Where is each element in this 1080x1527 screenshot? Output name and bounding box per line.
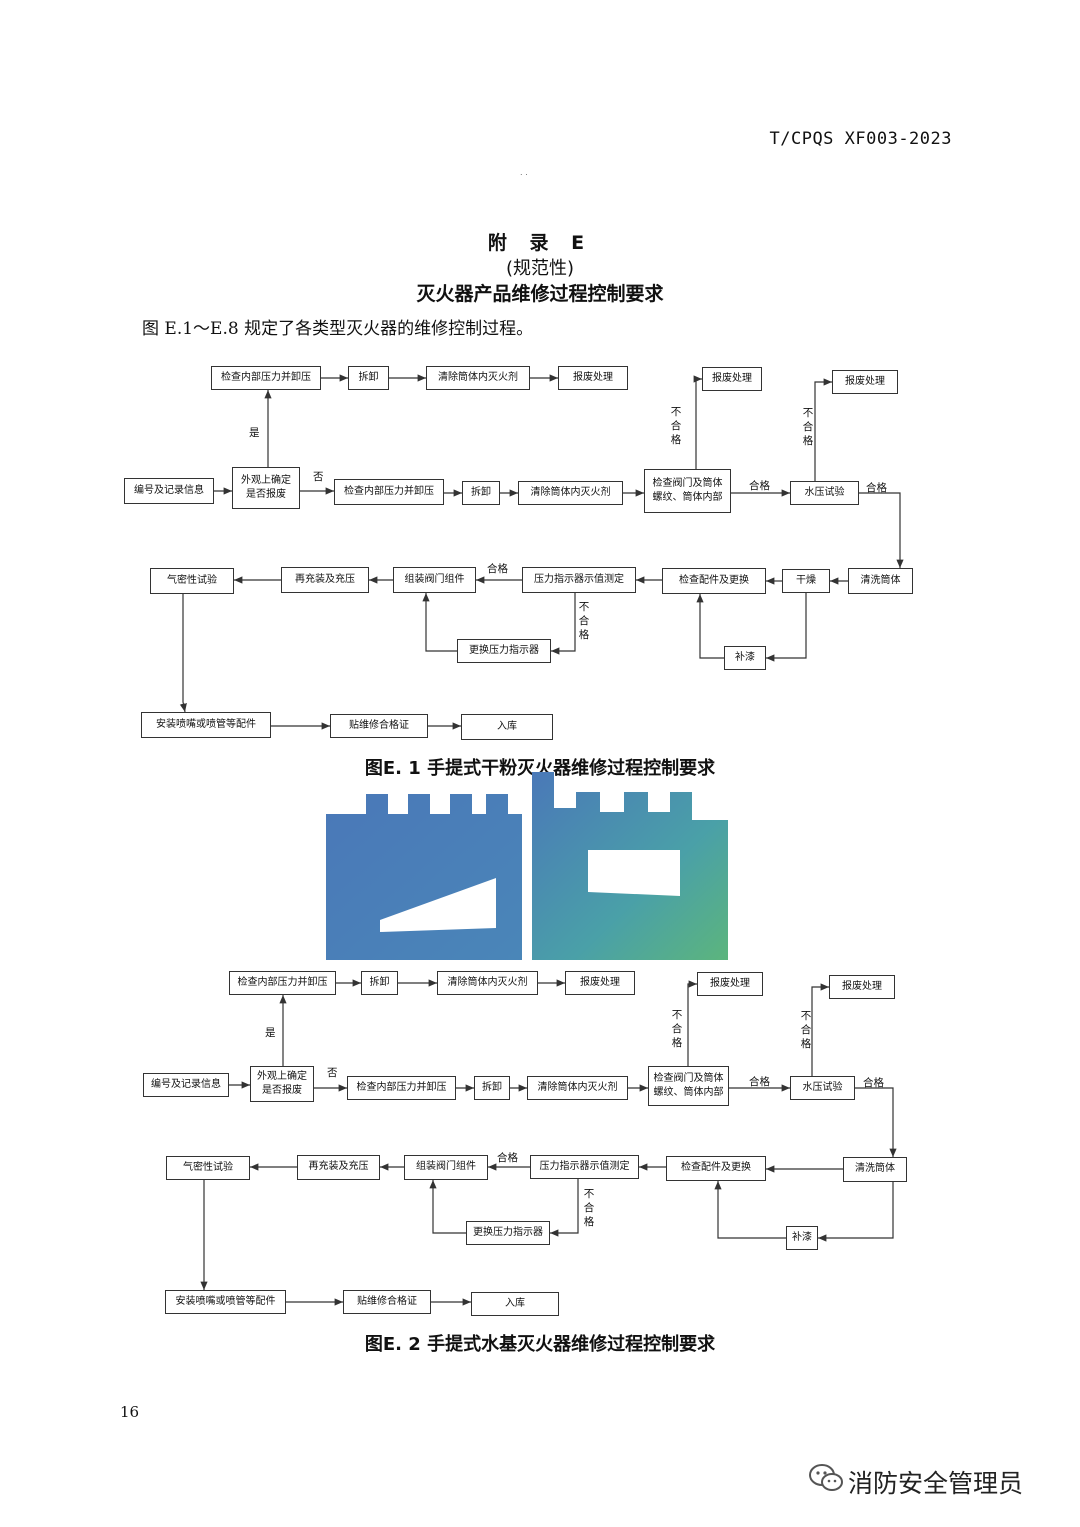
- edge-label-fail: 不 合 格: [802, 407, 814, 448]
- edge-label-yes: 是: [265, 1027, 276, 1039]
- edge-label-no: 否: [327, 1067, 338, 1079]
- figure-e2-caption: 图E. 2 手提式水基灭火器维修过程控制要求: [364, 1334, 716, 1355]
- node-check-pressure: 检查内部压力并卸压: [211, 366, 321, 390]
- node-clean-body: 清洗筒体: [848, 568, 913, 594]
- node-storage: 入库: [471, 1292, 559, 1316]
- node-clean-body: 清洗筒体: [843, 1157, 907, 1182]
- arrow: [179, 592, 187, 713]
- standard-code: T/CPQS XF003-2023: [769, 129, 952, 149]
- node-airtight: 气密性试验: [150, 568, 234, 594]
- node-scrap: 报废处理: [829, 975, 895, 999]
- arrow: [766, 593, 807, 662]
- node-replace-gauge: 更换压力指示器: [457, 639, 551, 663]
- node-scrap: 报废处理: [702, 367, 762, 391]
- node-check-pressure: 检查内部压力并卸压: [347, 1076, 456, 1100]
- node-check-pressure: 检查内部压力并卸压: [229, 971, 336, 995]
- page-number: 16: [120, 1403, 140, 1421]
- node-gauge-test: 压力指示器示值测定: [522, 567, 636, 593]
- node-label: 贴维修合格证: [330, 714, 428, 738]
- node-replace-gauge: 更换压力指示器: [466, 1221, 550, 1245]
- arrow: [814, 378, 832, 481]
- node-scrap: 报废处理: [565, 971, 635, 995]
- node-label: 贴维修合格证: [343, 1290, 431, 1314]
- appendix-title: 灭火器产品维修过程控制要求: [416, 283, 664, 305]
- edge-label-pass: 合格: [497, 1152, 518, 1164]
- node-clear-agent: 清除筒体内灭火剂: [437, 971, 538, 995]
- node-disassemble: 拆卸: [348, 366, 389, 390]
- figure-e1-caption: 图E. 1 手提式干粉灭火器维修过程控制要求: [364, 758, 716, 779]
- wechat-icon: [809, 1464, 843, 1491]
- node-scrap: 报废处理: [832, 370, 898, 394]
- watermark-account-name: 消防安全管理员: [848, 1469, 1024, 1498]
- edge-label-pass: 合格: [749, 480, 770, 492]
- node-hydro-test: 水压试验: [790, 1076, 855, 1100]
- appendix-type: (规范性): [505, 258, 575, 279]
- node-install-nozzle: 安装喷嘴或喷管等配件: [141, 712, 271, 738]
- edge-label-yes: 是: [249, 427, 260, 439]
- node-check-valve: 检查阀门及筒体 螺纹、筒体内部: [648, 1066, 729, 1106]
- node-check-parts: 检查配件及更换: [666, 1156, 766, 1181]
- node-visual-check: 外观上确定 是否报废: [250, 1066, 314, 1102]
- arrow: [422, 593, 457, 652]
- node-disassemble: 拆卸: [462, 481, 500, 505]
- arrow: [551, 592, 576, 655]
- node-scrap: 报废处理: [558, 366, 628, 390]
- edge-label-pass: 合格: [487, 563, 508, 575]
- edge-label-fail: 不 合 格: [578, 601, 590, 642]
- node-disassemble: 拆卸: [474, 1076, 510, 1100]
- node-repaint: 补漆: [786, 1226, 818, 1250]
- node-visual-check: 外观上确定 是否报废: [232, 467, 300, 509]
- node-refill: 再充装及充压: [281, 567, 369, 593]
- node-check-parts: 检查配件及更换: [662, 568, 766, 594]
- header-dots: . .: [520, 168, 528, 177]
- node-clear-agent: 清除筒体内灭火剂: [518, 481, 623, 505]
- edge-label-pass: 合格: [863, 1077, 884, 1089]
- edge-label-no: 否: [313, 471, 324, 483]
- node-storage: 入库: [461, 714, 553, 740]
- node-hydro-test: 水压试验: [790, 481, 859, 505]
- arrow: [693, 375, 702, 469]
- edge-label-pass: 合格: [866, 482, 887, 494]
- edge-label-fail: 不 合 格: [583, 1188, 595, 1229]
- node-record: 编号及记录信息: [143, 1073, 229, 1097]
- node-scrap: 报废处理: [697, 972, 763, 996]
- node-assemble-valve: 组装阀门组件: [404, 1155, 488, 1180]
- node-clear-agent: 清除筒体内灭火剂: [426, 366, 530, 390]
- edge-label-pass: 合格: [749, 1076, 770, 1088]
- node-repaint: 补漆: [724, 646, 766, 670]
- node-assemble-valve: 组装阀门组件: [393, 567, 476, 593]
- node-install-nozzle: 安装喷嘴或喷管等配件: [165, 1290, 286, 1314]
- node-airtight: 气密性试验: [166, 1156, 250, 1180]
- edge-label-fail: 不 合 格: [670, 406, 682, 447]
- node-disassemble: 拆卸: [361, 971, 398, 995]
- watermark-logo: [326, 772, 728, 960]
- node-gauge-test: 压力指示器示值测定: [530, 1155, 639, 1179]
- node-clear-agent: 清除筒体内灭火剂: [527, 1076, 628, 1100]
- edge-label-fail: 不 合 格: [800, 1010, 812, 1051]
- edge-label-fail: 不 合 格: [671, 1009, 683, 1050]
- node-check-valve: 检查阀门及筒体 螺纹、筒体内部: [644, 469, 731, 513]
- arrow: [859, 492, 904, 568]
- node-record: 编号及记录信息: [124, 478, 214, 504]
- intro-paragraph: 图 E.1～E.8 规定了各类型灭火器的维修控制过程。: [142, 319, 534, 339]
- node-dry: 干燥: [782, 569, 830, 593]
- node-refill: 再充装及充压: [297, 1155, 380, 1180]
- arrow: [696, 594, 724, 659]
- node-check-pressure: 检查内部压力并卸压: [334, 479, 444, 505]
- appendix-label: 附 录 E: [487, 232, 593, 254]
